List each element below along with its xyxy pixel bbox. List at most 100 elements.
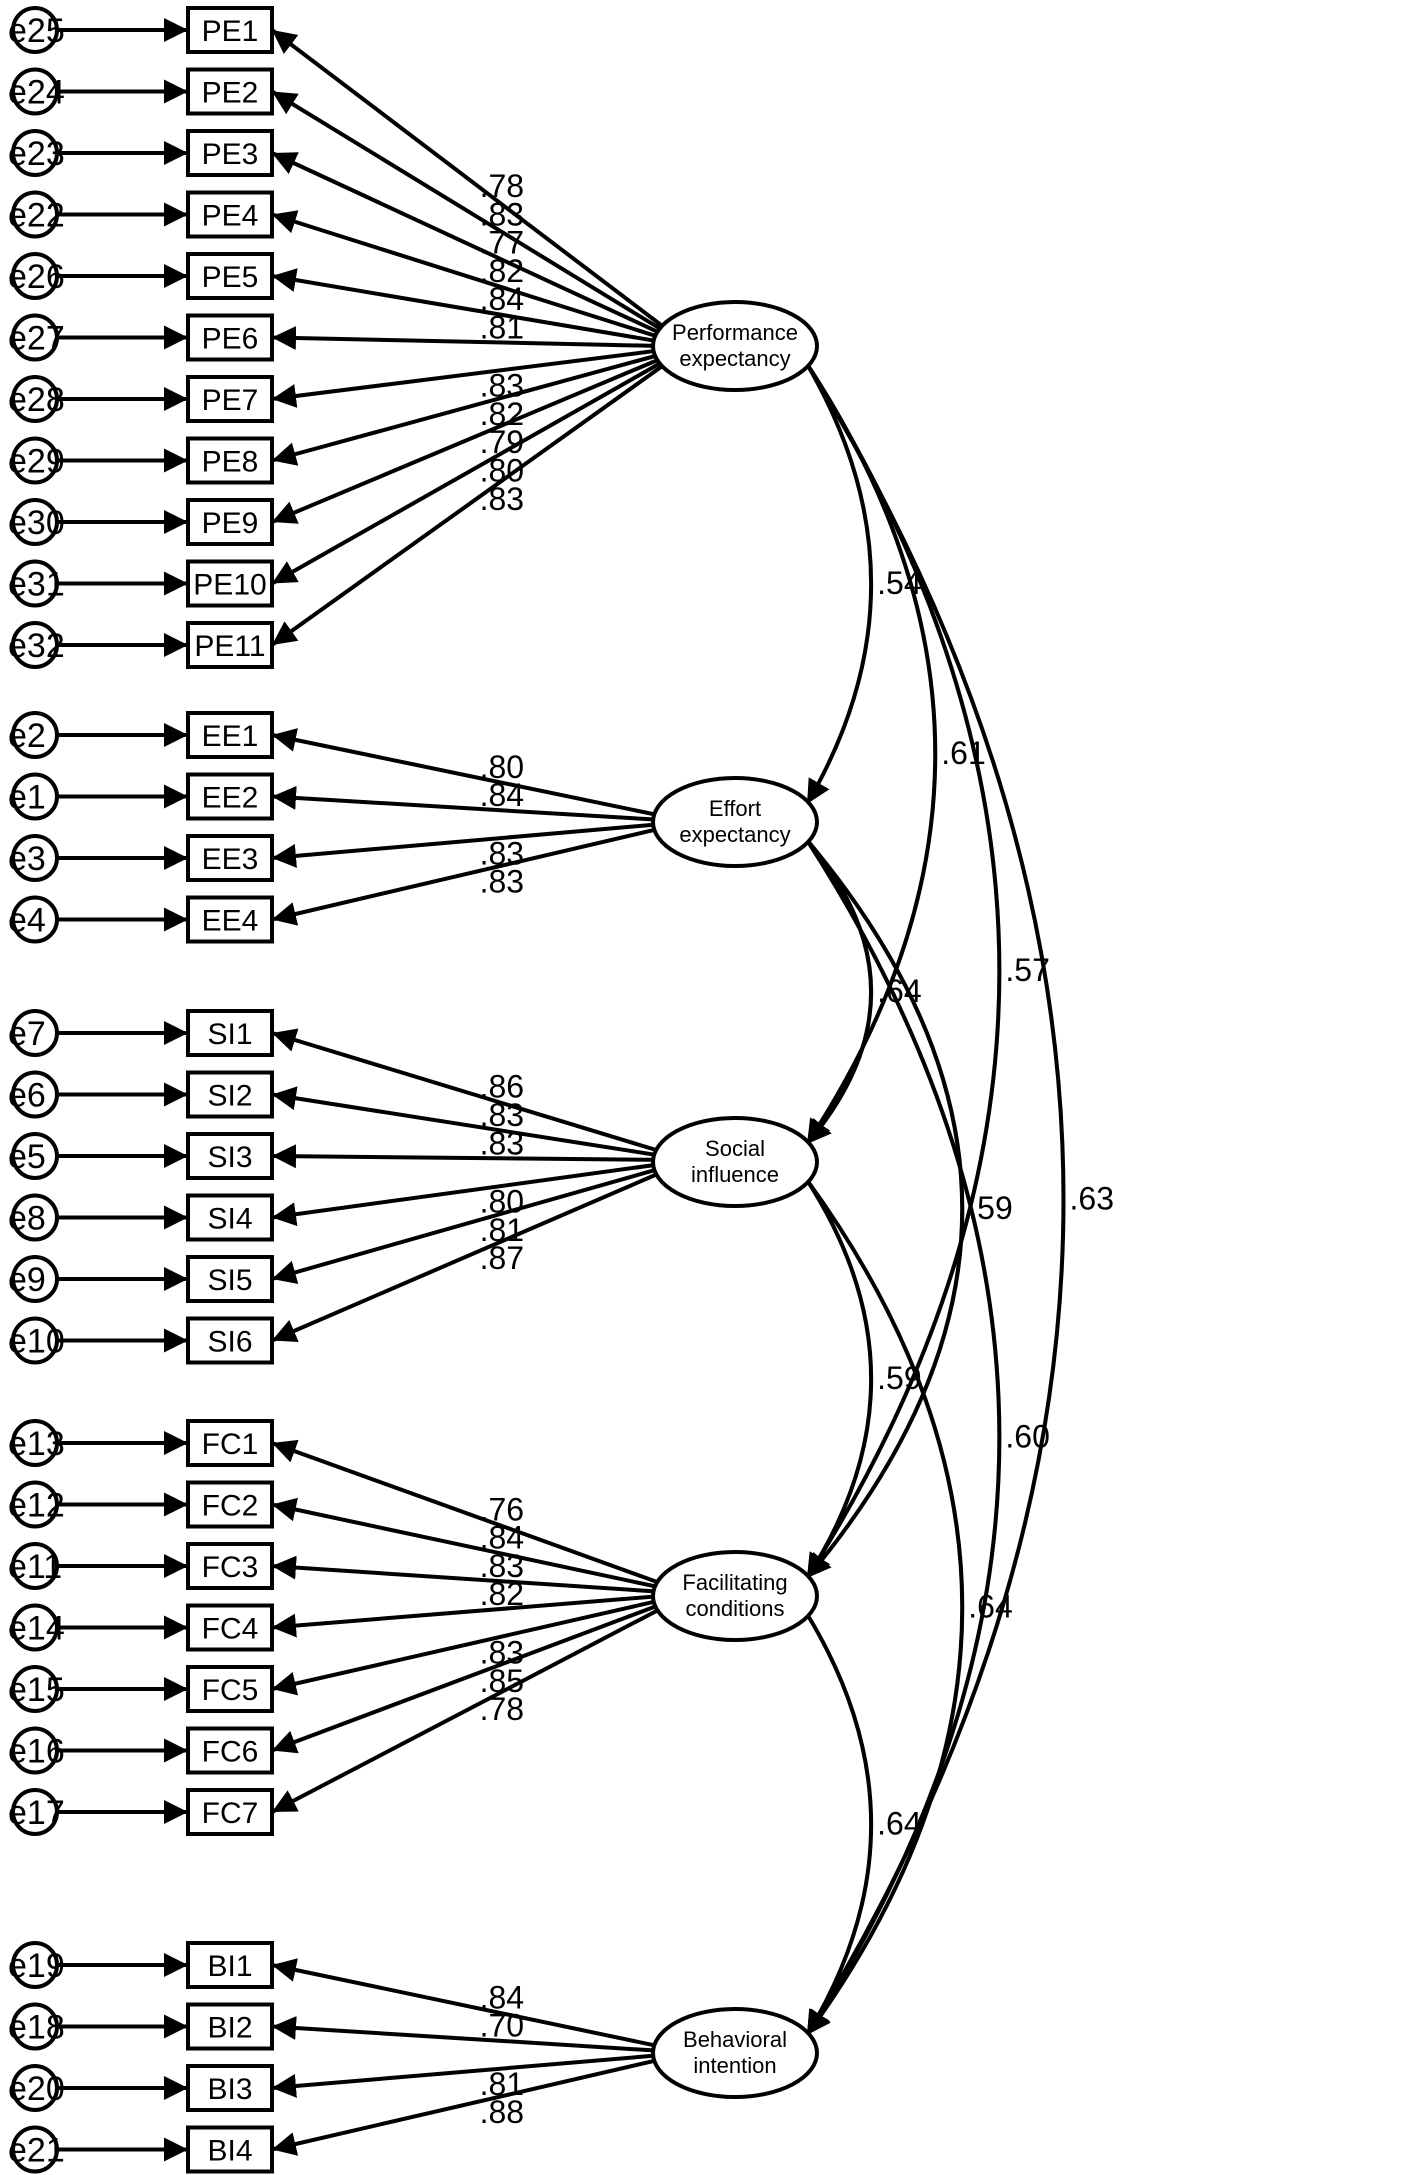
loading-arrow [270,365,663,647]
covariance-label: .64 [877,973,921,1009]
error-circle [11,313,59,362]
indicator-label: SI1 [207,1018,252,1051]
latent-label: Social [705,1136,765,1161]
loading-value: .81 [480,309,524,345]
indicator-box: SI2 [186,1070,274,1119]
error-term: e24 [8,67,65,116]
indicator-rect [186,436,274,485]
indicator-rect [186,1070,274,1119]
indicator-rect [186,375,274,423]
indicator-rect [186,129,274,177]
loading-label: .83 [480,835,524,871]
loading-arrow [271,352,662,466]
covariance-arc [782,813,874,1146]
loading-arrow [271,1594,662,1638]
indicator-label: FC5 [202,1674,259,1707]
covariance-value: .59 [968,1190,1012,1226]
indicator-box: SI3 [186,1132,274,1180]
loading-arrow [270,28,663,327]
loading-label: .84 [480,281,524,317]
error-circle [11,772,59,821]
loading-arrow [271,1028,662,1154]
loading-value: .84 [480,1520,524,1556]
indicator-box: FC2 [186,1480,274,1529]
error-label: e32 [8,627,65,665]
indicator-rect [186,772,274,821]
error-circle [11,2002,59,2051]
latent-label: Effort [709,796,761,821]
indicator-label: BI2 [207,2012,252,2045]
loading-value: .87 [480,1240,524,1276]
loading-label: .83 [480,368,524,404]
loading-value: .83 [480,1097,524,1133]
loading-arrow [271,151,662,336]
covariance-label: .54 [877,565,921,601]
indicator-label: BI3 [207,2073,252,2106]
indicator-box: SI1 [186,1009,274,1057]
error-circle [11,1542,59,1590]
loading-value: .82 [480,396,524,432]
covariance-arc [784,1587,874,2037]
error-term: e7 [8,1009,59,1057]
loading-label: .83 [480,1548,524,1584]
indicator-rect [186,1726,274,1775]
indicator-label: PE9 [202,507,259,540]
loading-arrow [271,1555,662,1594]
error-term: e13 [8,1419,65,1467]
error-term: e29 [8,436,65,485]
indicator-box: PE7 [186,375,274,423]
loading-arrow [271,1166,662,1284]
error-term: e11 [8,1542,62,1590]
latent-label: expectancy [679,346,790,371]
loading-label: .70 [480,2008,524,2044]
error-label: e4 [8,902,46,940]
loading-arrow [271,826,662,926]
error-circle [11,1480,59,1529]
error-term: e10 [8,1316,65,1365]
loading-value: .77 [480,225,524,261]
covariance-arc [784,337,874,806]
indicator-rect [186,6,274,54]
indicator-rect [186,834,274,882]
error-label: e3 [8,840,46,878]
error-label: e27 [8,320,65,358]
error-circle [11,621,59,669]
indicator-box: FC4 [186,1603,274,1652]
loading-arrow [271,1497,662,1590]
loading-value: .80 [480,1184,524,1220]
error-term: e18 [8,2002,65,2051]
error-term: e19 [8,1941,65,1989]
error-label: e11 [8,1548,62,1586]
indicator-label: SI5 [207,1264,252,1297]
loading-arrow [271,1170,662,1343]
covariance-label: .60 [1005,1419,1049,1455]
error-circle [11,129,59,177]
indicator-label: PE2 [202,77,259,110]
indicator-label: PE11 [194,630,265,663]
indicator-label: FC2 [202,1490,259,1523]
error-label: e30 [8,504,65,542]
indicator-label: SI2 [207,1080,252,1113]
loading-arrow [271,348,662,408]
loading-label: .82 [480,396,524,432]
indicator-box: EE2 [186,772,274,821]
loading-value: .83 [480,1548,524,1584]
latent-label: intention [693,2053,776,2078]
latent-label: Performance [672,320,798,345]
loading-value: .83 [480,196,524,232]
loading-label: .84 [480,777,524,813]
indicator-box: FC6 [186,1726,274,1775]
covariance-value: .61 [941,735,985,771]
indicator-rect [186,1009,274,1057]
indicator-rect [186,2125,274,2174]
loading-label: .81 [480,309,524,345]
error-term: e22 [8,190,65,239]
indicator-label: FC1 [202,1428,259,1461]
covariance-value: .64 [877,973,921,1009]
error-circle [11,1132,59,1180]
error-term: e8 [8,1193,59,1242]
indicator-rect [186,1542,274,1590]
covariance-arc [783,813,1002,2037]
